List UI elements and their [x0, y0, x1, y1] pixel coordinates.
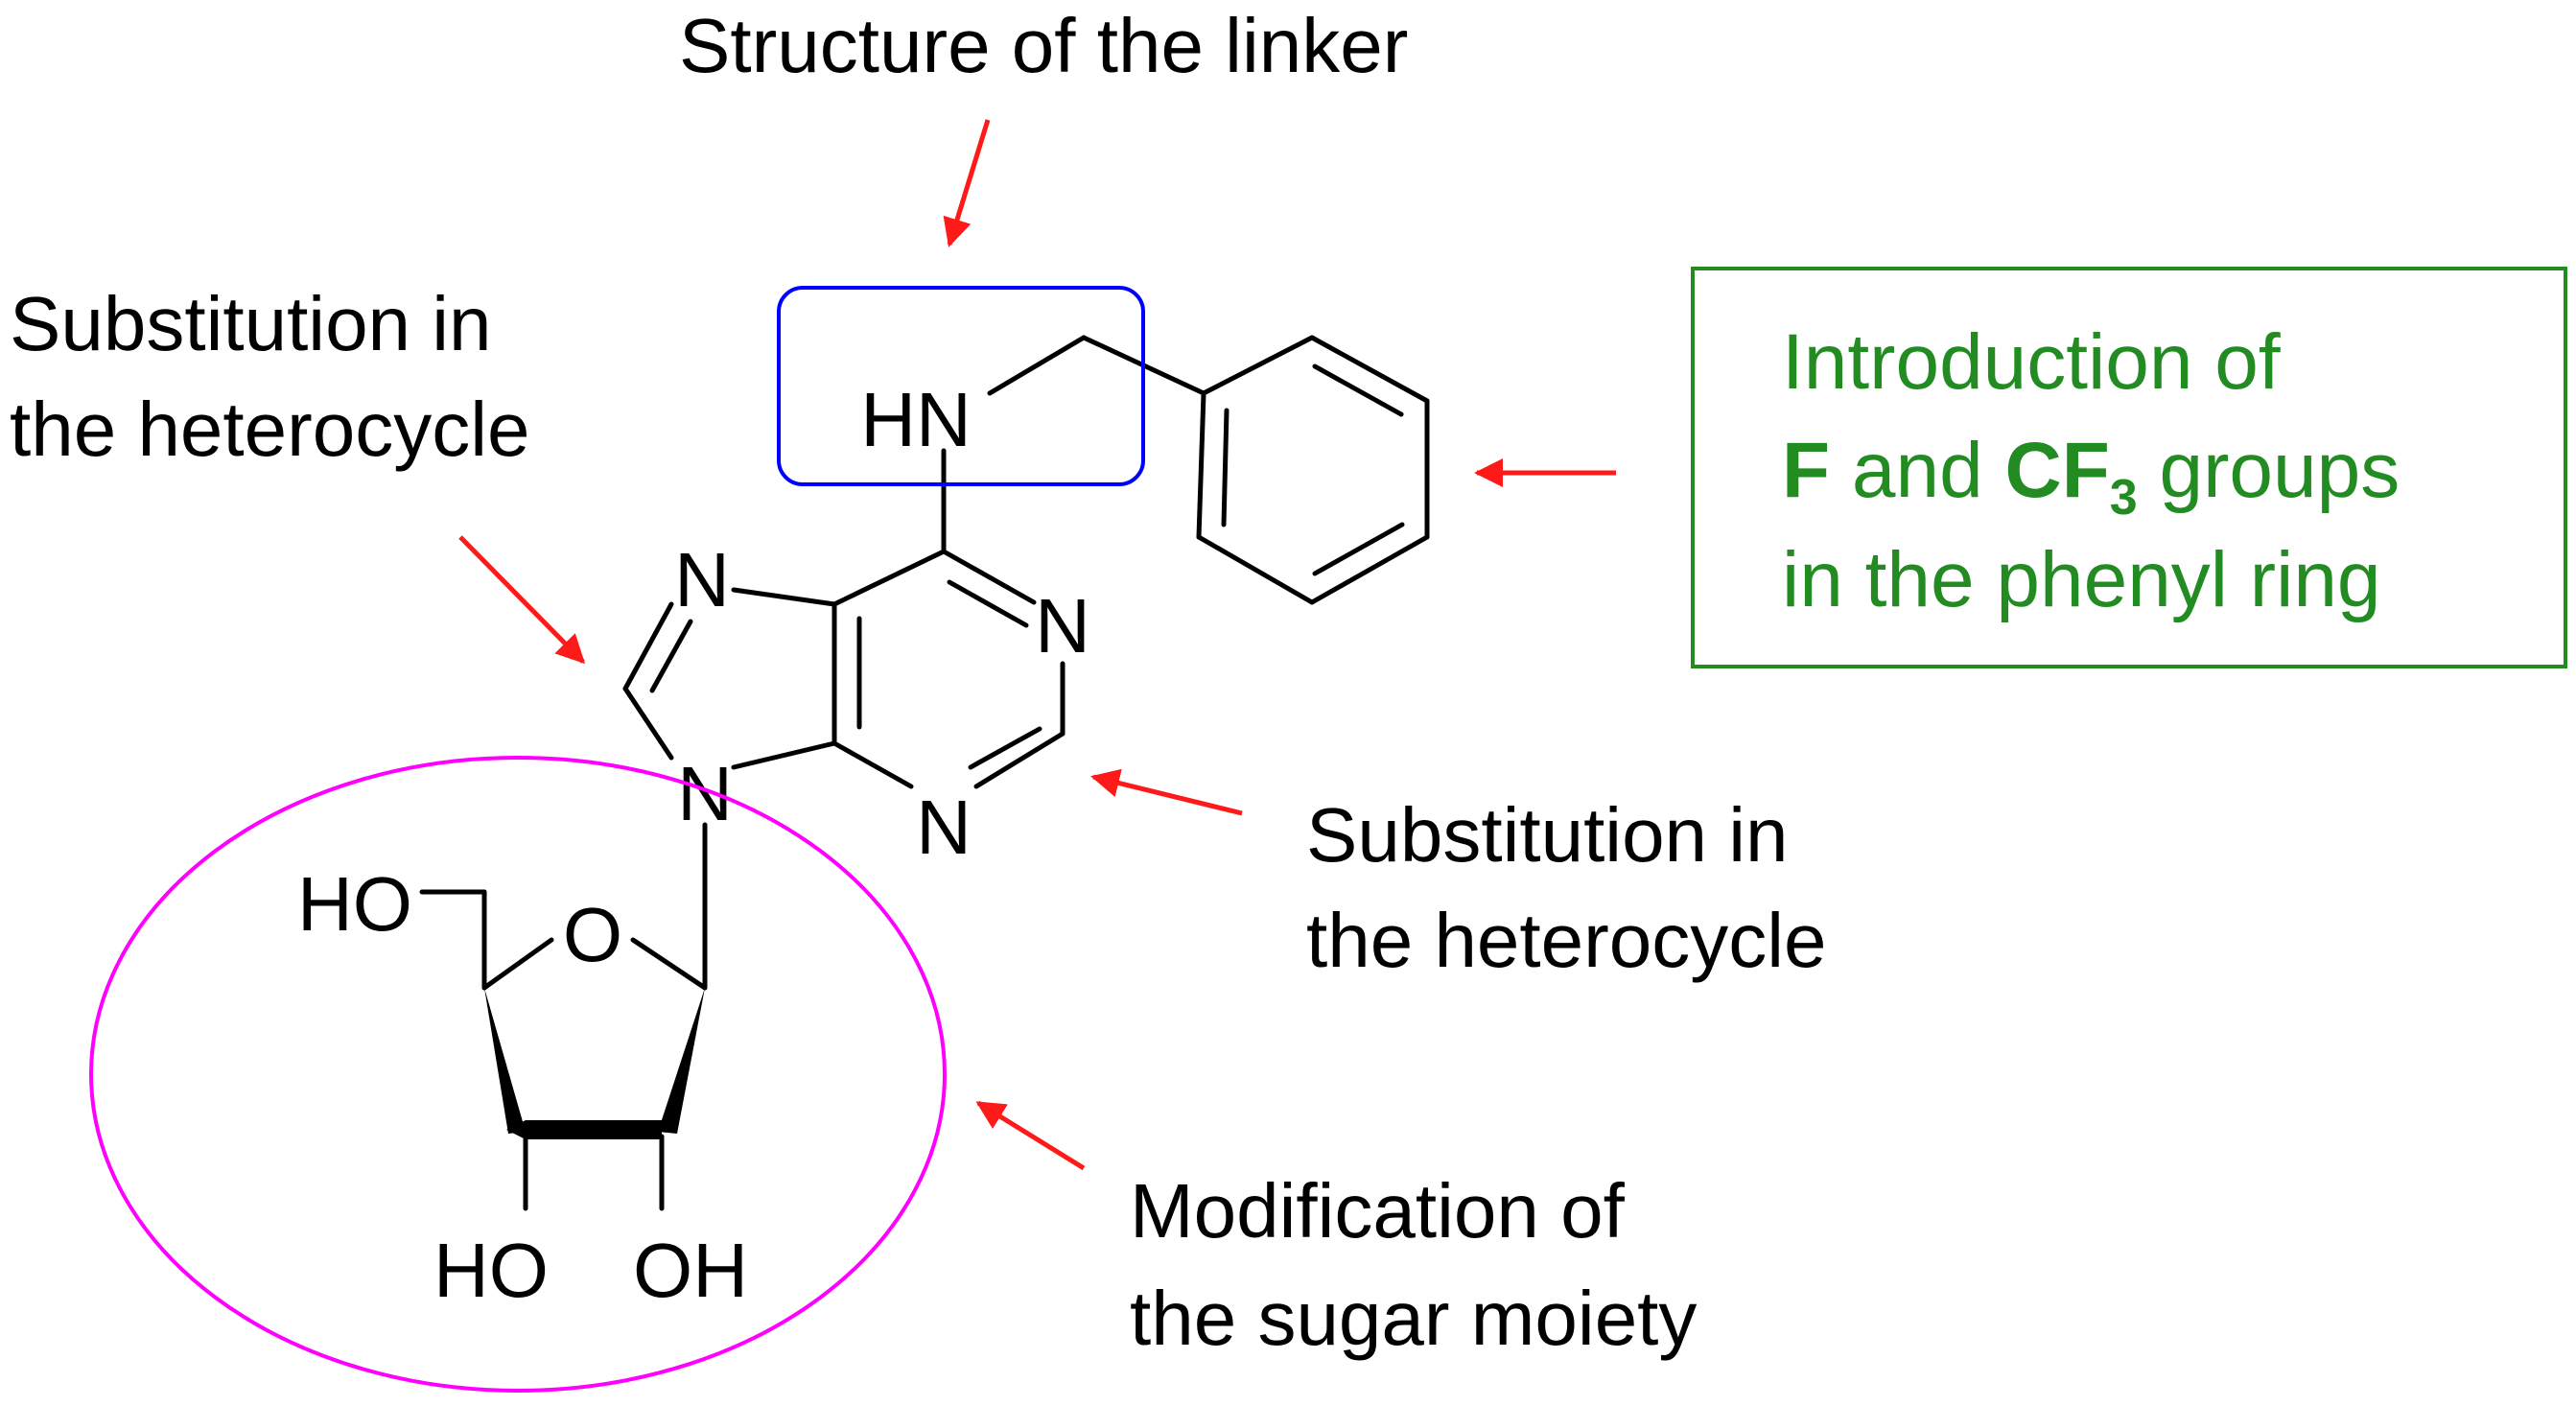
phenyl-label-line3: in the phenyl ring [1782, 536, 2381, 623]
phenyl-ring [1196, 335, 1430, 605]
n9-label: N [677, 751, 733, 836]
linker-bonds [941, 335, 1206, 554]
heterocycle-left-arrow [458, 535, 586, 665]
ho-3-label: HO [433, 1228, 549, 1313]
phenyl-label-subscript: 3 [2110, 470, 2138, 526]
phenyl-label-f: F [1782, 427, 1830, 514]
phenyl-label-cf: CF [2004, 427, 2109, 514]
ring-oxygen-label: O [563, 892, 622, 977]
heterocycle-left-label-line1: Substitution in [10, 281, 492, 366]
linker-arrow [943, 119, 991, 247]
sugar-label-line2: the sugar moiety [1130, 1276, 1697, 1361]
linker-box [777, 286, 1145, 486]
sugar-arrow [975, 1100, 1086, 1171]
sugar-label-line1: Modification of [1130, 1168, 1626, 1254]
phenyl-label-line1: Introduction of [1782, 318, 2281, 406]
phenyl-label-groups: groups [2138, 427, 2400, 514]
n1-label: N [1035, 583, 1090, 668]
phenyl-note-box [1691, 267, 2567, 668]
purine-core [622, 549, 1066, 991]
oh-2-label: OH [633, 1228, 748, 1313]
ho-5-label: HO [297, 861, 412, 947]
sugar-ellipse [89, 756, 947, 1393]
linker-label: Structure of the linker [679, 3, 1408, 88]
heterocycle-right-label-line1: Substitution in [1306, 792, 1789, 878]
phenyl-label-and: and [1830, 427, 2004, 514]
n3-label: N [916, 785, 972, 870]
heterocycle-right-label-line2: the heterocycle [1306, 898, 1827, 983]
nh-label: HN [860, 377, 972, 462]
phenyl-label-line2: F and CF3 groups [1782, 427, 2400, 526]
n7-label: N [674, 537, 730, 622]
heterocycle-left-label-line2: the heterocycle [10, 387, 530, 472]
heterocycle-right-arrow [1090, 768, 1243, 816]
ribose-ring [419, 889, 708, 1211]
